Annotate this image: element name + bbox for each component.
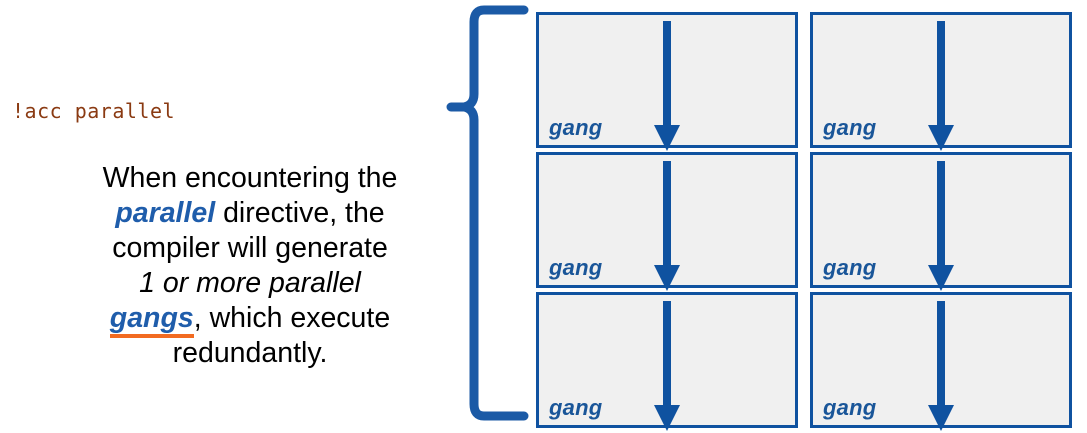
down-arrow-icon <box>928 21 954 151</box>
caption-emphasis: 1 or more parallel <box>139 267 361 299</box>
gang-cell[interactable]: gang <box>536 152 798 291</box>
caption-line-5-rest: , which execute <box>193 302 391 334</box>
down-arrow-icon <box>654 161 680 291</box>
down-arrow-icon <box>928 161 954 291</box>
gang-cell[interactable]: gang <box>536 12 798 151</box>
code-directive-text: !acc parallel <box>12 99 176 123</box>
caption-line-2-rest: directive, the <box>215 197 385 229</box>
down-arrow-icon <box>928 301 954 431</box>
gang-cell[interactable]: gang <box>810 292 1072 431</box>
gang-label: gang <box>549 115 603 140</box>
keyword-gangs: gangs <box>109 302 194 338</box>
gang-label: gang <box>823 255 877 280</box>
left-curly-brace-icon <box>446 5 529 421</box>
gang-cell[interactable]: gang <box>810 12 1072 151</box>
caption-line-1: When encountering the <box>102 162 398 194</box>
down-arrow-icon <box>654 21 680 151</box>
caption-text: When encountering the parallel directive… <box>60 161 440 371</box>
gang-label: gang <box>823 395 877 420</box>
gang-label: gang <box>549 395 603 420</box>
explanation-panel: !acc parallel When encountering the para… <box>0 0 450 432</box>
gang-label: gang <box>823 115 877 140</box>
gang-grid: gang gang gang gang gang gang <box>536 12 1074 431</box>
down-arrow-icon <box>654 301 680 431</box>
gang-label: gang <box>549 255 603 280</box>
caption-line-6: redundantly. <box>172 337 328 369</box>
gang-cell[interactable]: gang <box>810 152 1072 291</box>
caption-line-3: compiler will generate <box>112 232 388 264</box>
gang-cell[interactable]: gang <box>536 292 798 431</box>
keyword-parallel: parallel <box>115 197 216 229</box>
